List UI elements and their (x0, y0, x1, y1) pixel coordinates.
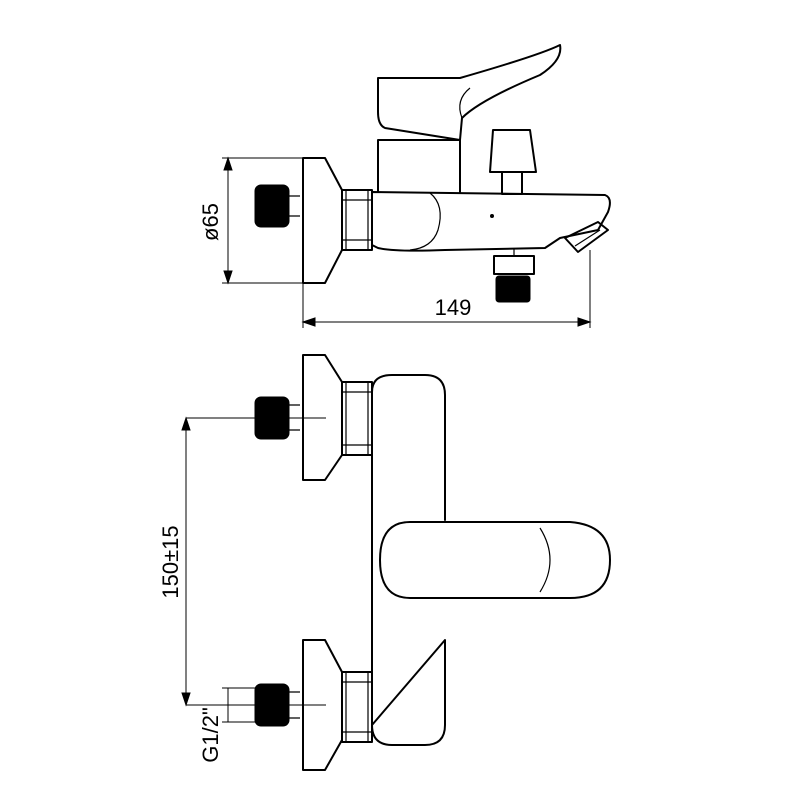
spacing-dimension: 150±15 (158, 416, 191, 707)
lever-handle-front (379, 521, 611, 599)
threaded-inlet-top (254, 184, 290, 228)
width-dimension: 149 (301, 250, 592, 328)
mixer-body-side (371, 191, 611, 252)
front-view: 150±15 G1/2" (158, 354, 611, 771)
lever-handle-side (377, 44, 562, 141)
diverter-stem (501, 171, 523, 195)
side-view: ø65 149 (198, 44, 611, 328)
thread-label: G1/2" (198, 707, 223, 763)
mixer-body-front (371, 374, 446, 746)
diverter-knob (489, 129, 537, 173)
width-label: 149 (435, 295, 472, 320)
cartridge-housing (377, 139, 461, 193)
bottom-outlet-nut (493, 255, 535, 275)
bottom-outlet-thread (495, 275, 531, 303)
escutcheon-top (302, 157, 343, 284)
diameter-label: ø65 (198, 203, 223, 241)
spout-tip (564, 221, 609, 253)
diameter-dimension: ø65 (198, 156, 303, 285)
spacing-label: 150±15 (158, 525, 183, 598)
thread-dimension: G1/2" (198, 687, 255, 763)
